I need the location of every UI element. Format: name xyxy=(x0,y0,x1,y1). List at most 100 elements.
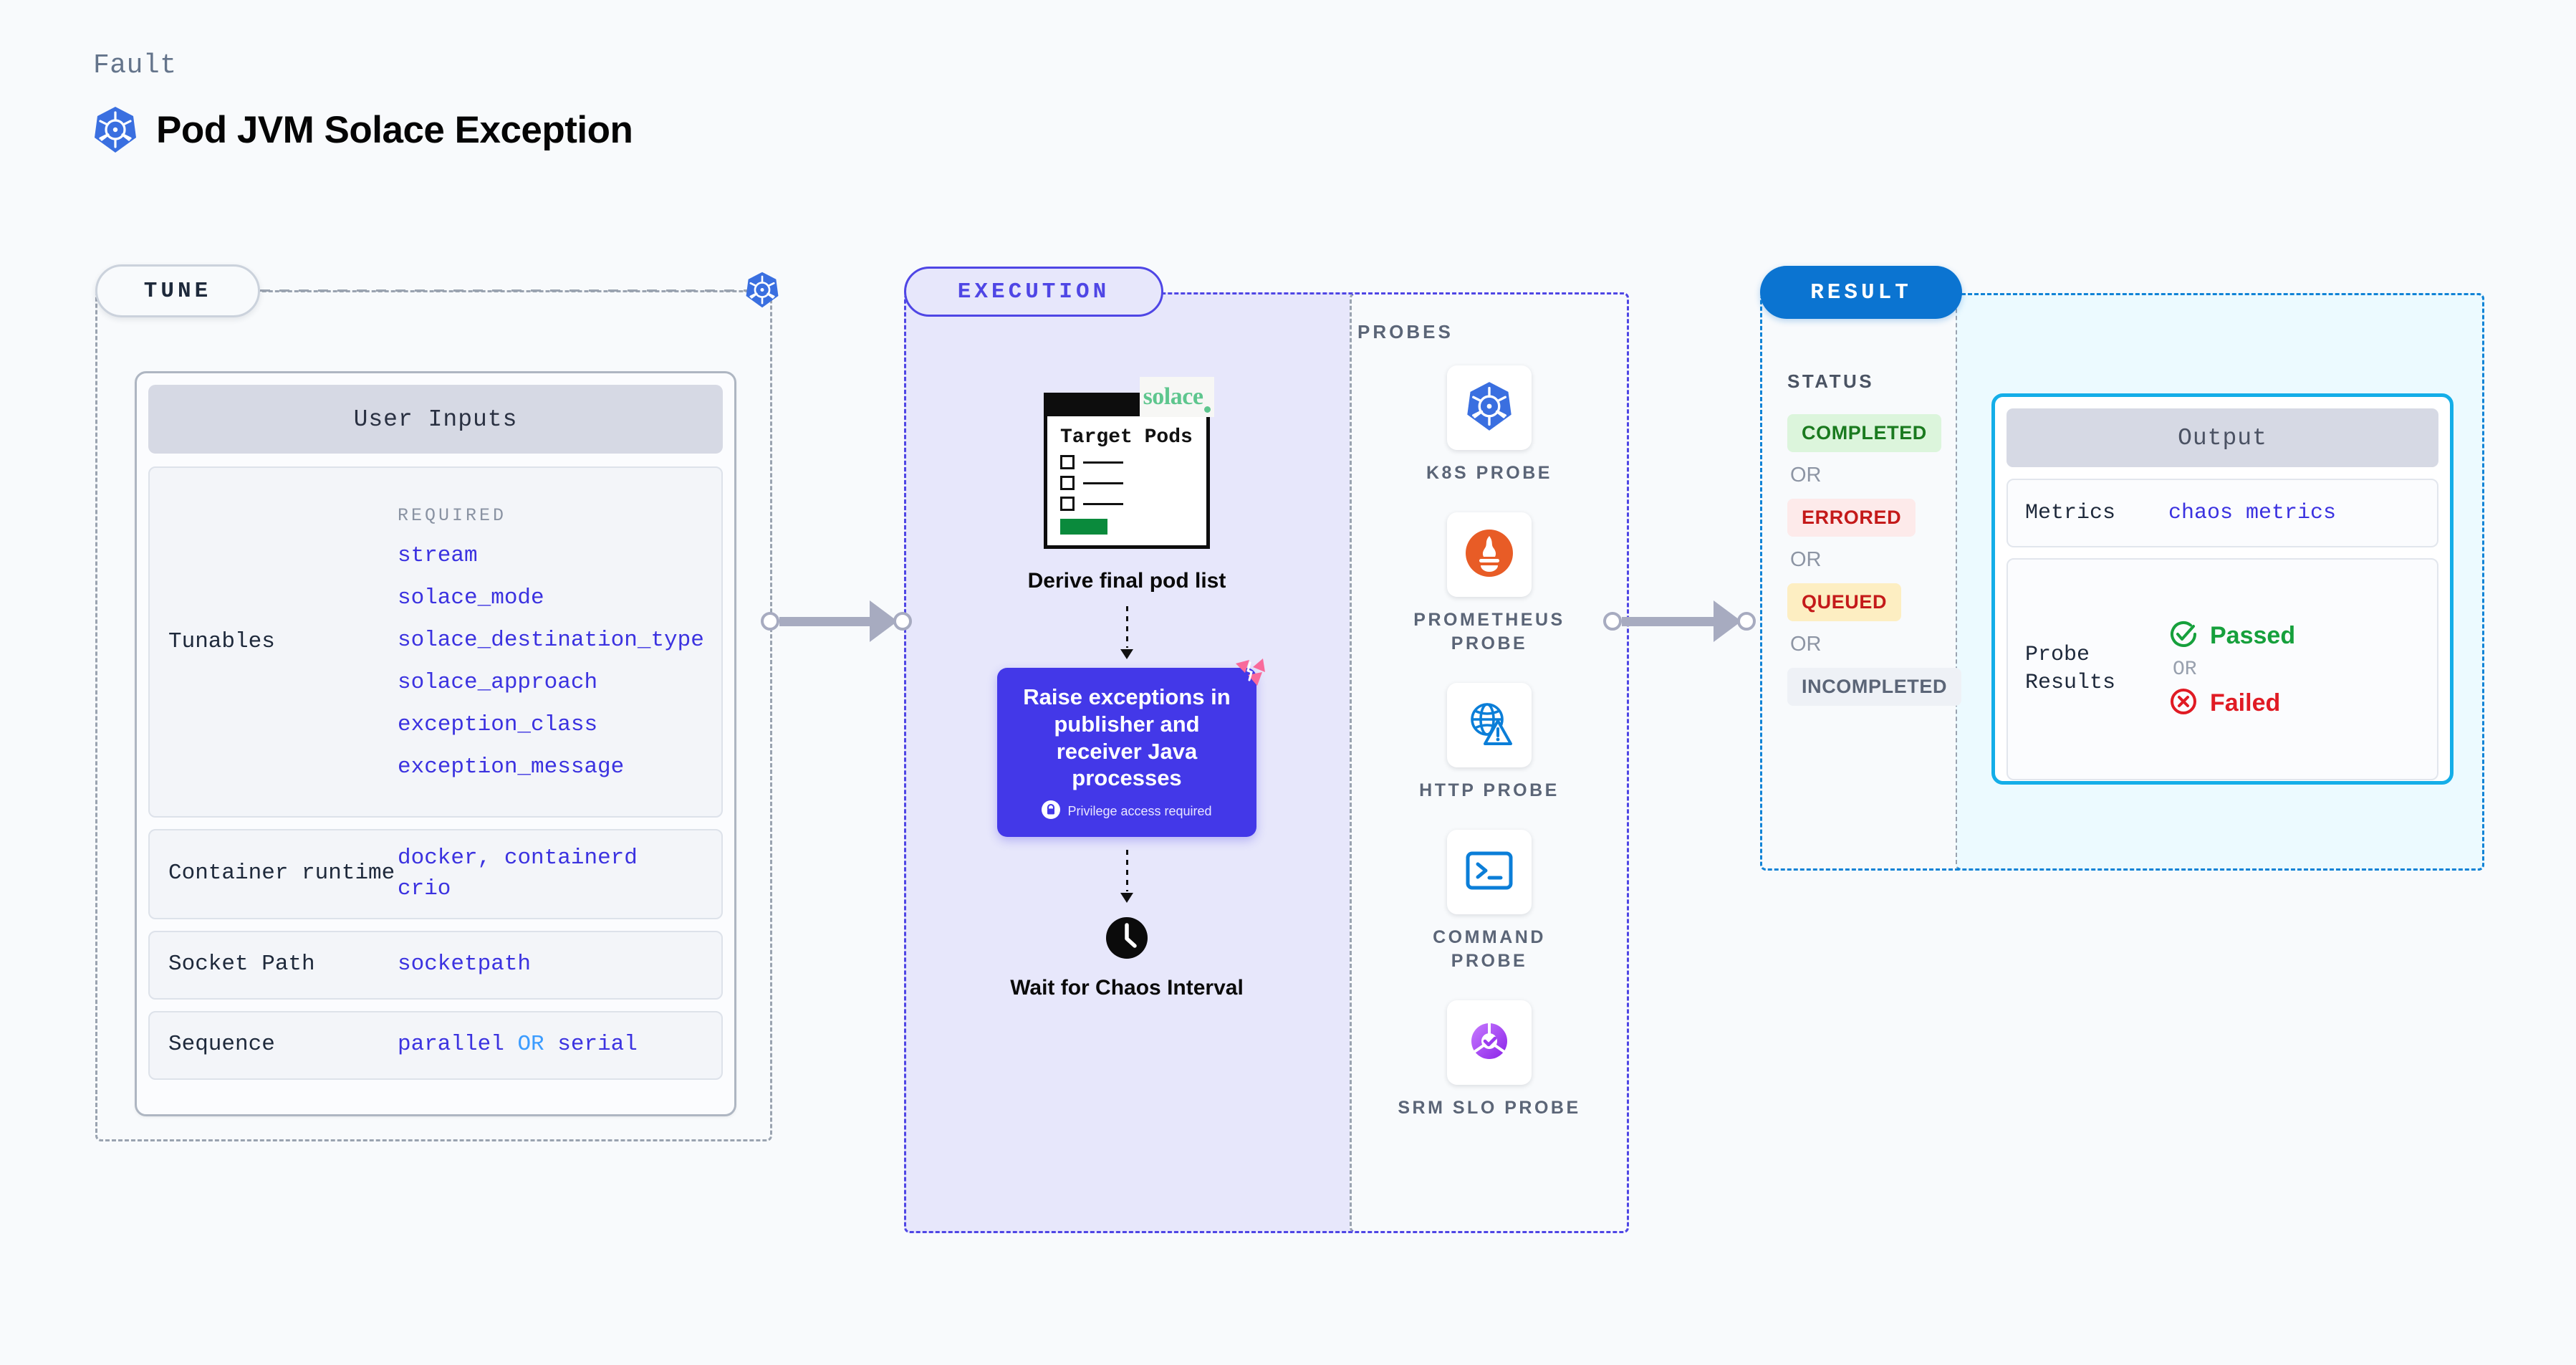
terminal-icon xyxy=(1465,850,1514,895)
page-title: Pod JVM Solace Exception xyxy=(156,108,633,151)
stage-pill-result[interactable]: RESULT xyxy=(1760,266,1962,319)
tune-row-label: Tunables xyxy=(168,628,275,654)
sequence-separator: OR xyxy=(517,1032,544,1058)
globe-warning-icon xyxy=(1465,699,1514,752)
probes-list: K8S PROBE PROMETHEUS PROBE xyxy=(1350,365,1629,1120)
connector-dot xyxy=(761,612,779,631)
flow-arrow-down xyxy=(1120,850,1133,904)
tunable-exception-message[interactable]: exception_message xyxy=(398,754,625,780)
solace-dot-icon xyxy=(1204,406,1211,413)
solace-logo: solace xyxy=(1140,377,1214,417)
derive-pod-list-caption: Derive final pod list xyxy=(1027,569,1226,593)
execution-flow-column: Target Pods solace Derive fina xyxy=(904,337,1350,1002)
stage-pill-tune[interactable]: TUNE xyxy=(95,264,260,317)
probe-item-prometheus[interactable]: PROMETHEUS PROBE xyxy=(1396,512,1582,656)
kubernetes-icon xyxy=(93,105,138,154)
probe-item-srm-slo[interactable]: SRM SLO PROBE xyxy=(1396,1000,1582,1120)
output-card-header: Output xyxy=(2007,408,2438,467)
checkbox-icon xyxy=(1060,497,1075,512)
page-header: Fault Pod JVM Solace Exception xyxy=(93,50,633,154)
pod-line-placeholder xyxy=(1083,461,1123,464)
output-row-metrics: Metrics chaos metrics xyxy=(2007,479,2438,547)
tune-row-sequence: Sequence parallel OR serial xyxy=(148,1010,723,1080)
runtime-docker[interactable]: docker xyxy=(398,846,478,871)
pod-line-placeholder xyxy=(1083,482,1123,484)
verdict-failed-label: Failed xyxy=(2210,689,2281,717)
tune-row-tunables: Tunables REQUIRED stream solace_mode sol… xyxy=(148,466,723,818)
probe-item-command[interactable]: COMMAND PROBE xyxy=(1396,830,1582,973)
x-circle-icon xyxy=(2168,686,2198,720)
action-card-raise-exceptions[interactable]: Raise exceptions in publisher and receiv… xyxy=(997,658,1265,838)
status-list: COMPLETED OR ERRORED OR QUEUED OR INCOMP… xyxy=(1787,414,1962,706)
sequence-parallel[interactable]: parallel xyxy=(398,1032,504,1058)
tune-row-label: Socket Path xyxy=(168,952,315,977)
tune-row-label: Container runtime xyxy=(168,861,395,886)
status-section-title: STATUS xyxy=(1787,370,1875,392)
runtime-crio[interactable]: crio xyxy=(398,876,451,901)
container-runtime-values: docker, containerd crio xyxy=(398,843,638,905)
prometheus-icon xyxy=(1464,528,1514,582)
check-circle-icon xyxy=(2168,619,2198,653)
tune-row-container-runtime: Container runtime docker, containerd cri… xyxy=(148,829,723,919)
tunables-value-list: REQUIRED stream solace_mode solace_desti… xyxy=(398,505,704,780)
runtime-containerd[interactable]: containerd xyxy=(504,846,638,871)
connector-tune-to-execution xyxy=(761,600,912,642)
litmus-chaos-badge xyxy=(1234,656,1267,691)
status-badge-incompleted: INCOMPLETED xyxy=(1787,668,1962,706)
verdict-passed-label: Passed xyxy=(2210,621,2296,649)
status-badge-queued: QUEUED xyxy=(1787,583,1902,621)
target-pods-card: Target Pods solace xyxy=(1044,377,1214,549)
tunable-solace-mode[interactable]: solace_mode xyxy=(398,585,544,610)
probe-item-http[interactable]: HTTP PROBE xyxy=(1396,683,1582,803)
connector-execution-to-result xyxy=(1603,600,1756,642)
connector-bar xyxy=(1622,616,1715,626)
title-row: Pod JVM Solace Exception xyxy=(93,105,633,154)
tunable-stream[interactable]: stream xyxy=(398,542,478,568)
runtime-separator: , xyxy=(477,846,491,871)
solace-wordmark: solace xyxy=(1143,383,1203,410)
output-row-label: Metrics xyxy=(2025,500,2116,525)
status-badge-errored: ERRORED xyxy=(1787,499,1916,537)
tune-row-label: Sequence xyxy=(168,1032,275,1058)
clock-icon xyxy=(1105,916,1149,964)
probe-label: K8S PROBE xyxy=(1426,463,1552,483)
probe-label: SRM SLO PROBE xyxy=(1398,1098,1581,1118)
tunable-solace-destination-type[interactable]: solace_destination_type xyxy=(398,627,704,653)
kubernetes-icon xyxy=(1466,380,1513,436)
probe-item-k8s[interactable]: K8S PROBE xyxy=(1396,365,1582,485)
connector-dot xyxy=(893,612,912,631)
pod-list-item xyxy=(1060,455,1206,470)
output-row-label: Probe Results xyxy=(2025,643,2116,695)
connector-dot xyxy=(1737,612,1756,631)
probes-section-title: PROBES xyxy=(1357,321,1453,343)
output-card: Output Metrics chaos metrics Probe Resul… xyxy=(1991,393,2454,785)
connector-dot xyxy=(1603,612,1622,631)
stage-pill-execution[interactable]: EXECUTION xyxy=(904,267,1163,317)
status-badge-completed: COMPLETED xyxy=(1787,414,1941,452)
tunable-solace-approach[interactable]: solace_approach xyxy=(398,669,598,695)
sequence-serial[interactable]: serial xyxy=(557,1032,638,1058)
privilege-note-row: Privilege access required xyxy=(1042,800,1212,823)
socket-path-value[interactable]: socketpath xyxy=(398,952,532,977)
sequence-values: parallel OR serial xyxy=(398,1030,638,1060)
connector-arrowhead xyxy=(870,600,898,642)
wait-for-chaos-interval-caption: Wait for Chaos Interval xyxy=(1010,976,1244,1000)
checkbox-icon xyxy=(1060,476,1075,491)
checkbox-icon xyxy=(1060,455,1075,470)
tunable-exception-class[interactable]: exception_class xyxy=(398,712,598,737)
fault-label: Fault xyxy=(93,50,177,81)
output-row-probe-results: Probe Results Passed OR xyxy=(2007,558,2438,780)
status-or-label: OR xyxy=(1790,633,1822,656)
status-or-label: OR xyxy=(1790,464,1822,487)
pods-card-title: Target Pods xyxy=(1060,426,1193,449)
pod-line-placeholder xyxy=(1083,502,1123,505)
user-inputs-card: User Inputs Tunables REQUIRED stream sol… xyxy=(135,371,736,1116)
tune-row-socket-path: Socket Path socketpath xyxy=(148,930,723,1000)
pods-green-bar xyxy=(1060,519,1107,535)
verdict-failed: Failed xyxy=(2168,686,2295,720)
verdict-passed: Passed xyxy=(2168,619,2295,653)
user-inputs-header: User Inputs xyxy=(148,385,723,454)
lock-icon xyxy=(1042,800,1061,823)
connector-arrowhead xyxy=(1714,600,1741,642)
metrics-value[interactable]: chaos metrics xyxy=(2168,501,2337,525)
